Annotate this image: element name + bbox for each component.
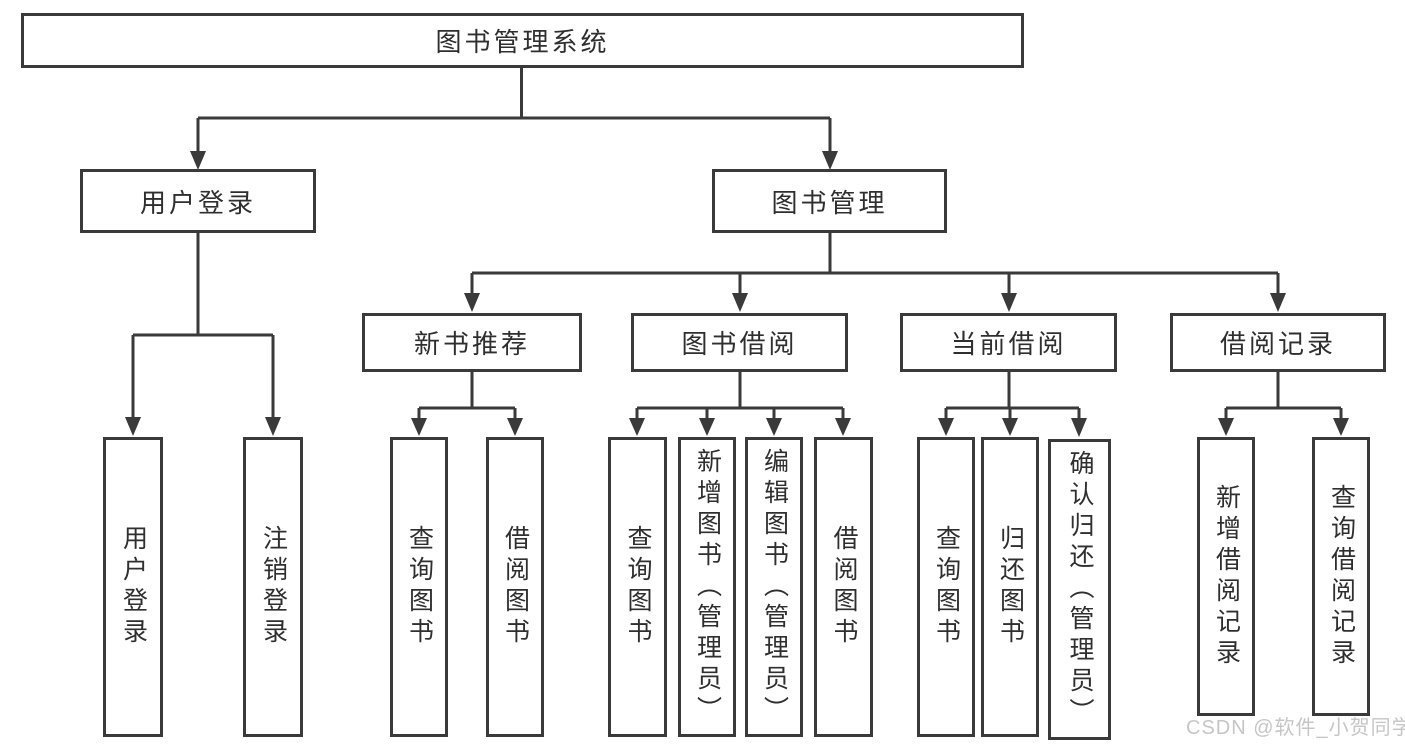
leaf-label: 编辑图书（管理员）	[760, 447, 789, 727]
leaf-borrow-books: 借阅图书	[814, 437, 873, 737]
leaf-return-books: 归还图书	[981, 437, 1039, 737]
leaf-query-books-borrow: 查询图书	[608, 437, 667, 737]
leaf-label: 用户登录	[119, 525, 148, 649]
leaf-label: 新增借阅记录	[1212, 483, 1241, 670]
arrow-down-icon	[822, 151, 838, 170]
leaf-query-books-current: 查询图书	[917, 437, 975, 737]
arrow-down-icon	[629, 418, 645, 436]
arrow-down-icon	[190, 151, 206, 170]
node-label: 图书管理系统	[435, 27, 610, 57]
arrow-down-icon	[411, 418, 427, 436]
leaf-label: 借阅图书	[830, 525, 858, 649]
node-root-system: 图书管理系统	[21, 13, 1024, 68]
arrow-down-icon	[1270, 293, 1286, 312]
connector-management-branch	[470, 233, 1280, 294]
node-label: 借阅记录	[1219, 329, 1336, 359]
node-borrow-records: 借阅记录	[1170, 313, 1386, 372]
connector-recommend-branch	[417, 372, 517, 419]
arrow-down-icon	[1002, 418, 1018, 436]
leaf-label: 归还图书	[996, 525, 1025, 649]
leaf-label: 查询图书	[405, 525, 434, 649]
leaf-label: 查询图书	[624, 525, 652, 649]
leaf-confirm-return-admin: 确认归还（管理员）	[1048, 439, 1111, 740]
arrow-down-icon	[265, 417, 281, 436]
leaf-label: 确认归还（管理员）	[1066, 450, 1094, 729]
connector-borrow-branch	[635, 372, 845, 419]
leaf-label: 注销登录	[259, 525, 288, 649]
leaf-add-books-admin: 新增图书（管理员）	[678, 437, 736, 737]
node-label: 图书管理	[771, 187, 888, 218]
leaf-label: 新增图书（管理员）	[693, 447, 722, 727]
arrow-down-icon	[732, 293, 748, 312]
node-label: 新书推荐	[413, 329, 530, 359]
leaf-label: 查询图书	[932, 525, 961, 649]
arrow-down-icon	[1071, 418, 1087, 437]
node-book-management: 图书管理	[712, 169, 947, 233]
leaf-borrow-books-recommend: 借阅图书	[486, 437, 544, 737]
leaf-edit-books-admin: 编辑图书（管理员）	[745, 437, 803, 737]
connector-login-branch	[131, 233, 275, 418]
node-label: 图书借阅	[681, 329, 798, 359]
connector-current-branch	[944, 372, 1081, 419]
leaf-label: 查询借阅记录	[1327, 483, 1356, 670]
node-new-book-recommend: 新书推荐	[362, 313, 582, 372]
node-current-borrow: 当前借阅	[900, 313, 1117, 372]
watermark: CSDN @软件_小贺同学	[1186, 717, 1405, 739]
node-user-login: 用户登录	[80, 169, 316, 233]
connector-root-branch	[196, 68, 832, 152]
arrow-down-icon	[835, 418, 851, 436]
arrow-down-icon	[1333, 418, 1349, 436]
node-label: 用户登录	[139, 187, 256, 218]
connector-records-branch	[1224, 372, 1343, 419]
arrow-down-icon	[125, 417, 141, 436]
arrow-down-icon	[464, 293, 480, 312]
arrow-down-icon	[507, 418, 523, 436]
arrow-down-icon	[1001, 293, 1017, 312]
leaf-label: 借阅图书	[501, 525, 530, 649]
leaf-add-borrow-record: 新增借阅记录	[1197, 437, 1255, 716]
arrow-down-icon	[766, 418, 782, 436]
arrow-down-icon	[699, 418, 715, 436]
node-book-borrow: 图书借阅	[631, 313, 848, 372]
arrow-down-icon	[1218, 418, 1234, 436]
leaf-logout: 注销登录	[243, 437, 303, 737]
arrow-down-icon	[938, 418, 954, 436]
leaf-user-login: 用户登录	[103, 437, 163, 737]
leaf-query-borrow-record: 查询借阅记录	[1312, 437, 1370, 716]
leaf-query-books-recommend: 查询图书	[390, 437, 448, 737]
node-label: 当前借阅	[950, 329, 1067, 359]
